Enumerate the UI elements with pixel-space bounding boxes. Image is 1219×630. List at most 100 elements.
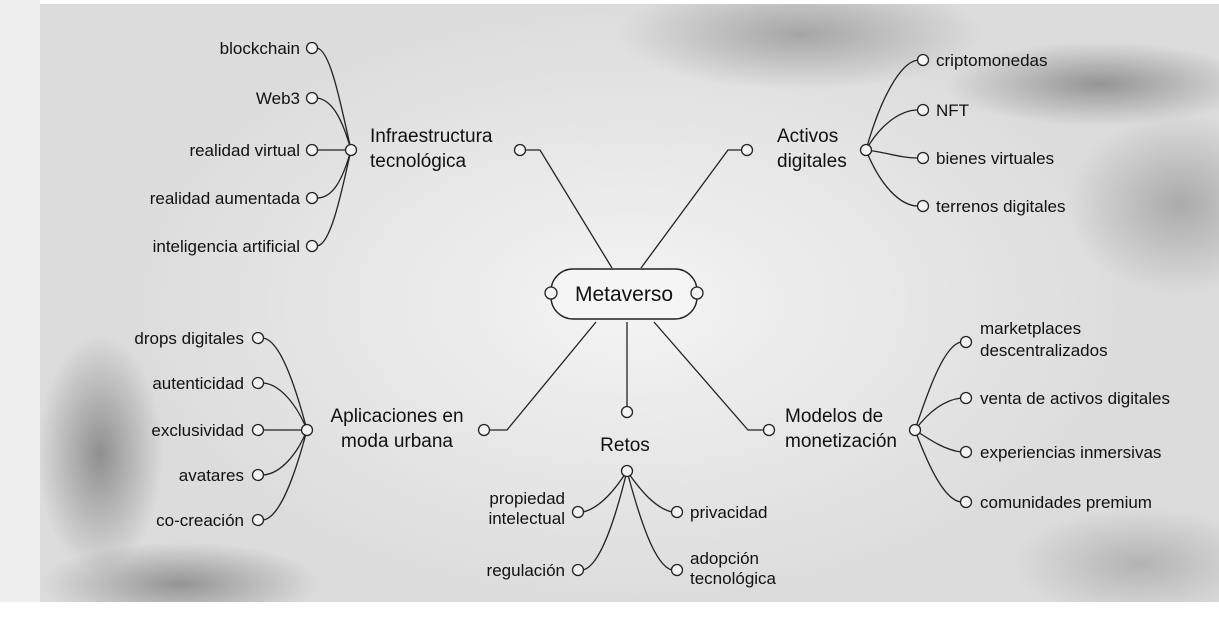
modelos-title-line2: monetización xyxy=(785,431,897,452)
center-right-knob xyxy=(690,286,704,300)
leaf-comunidades: comunidades premium xyxy=(980,493,1152,512)
marketplaces-knob xyxy=(959,335,973,349)
inteligencia-artificial-knob xyxy=(305,239,319,253)
mind-map-canvas: Metaverso Infraestructura tecnológica bl… xyxy=(40,4,1219,602)
leaf-link-autenticidad xyxy=(262,382,308,431)
leaf-link-privacidad xyxy=(626,470,673,513)
infraestructura-title-line2: tecnológica xyxy=(370,151,467,172)
leaf-privacidad: privacidad xyxy=(690,503,768,522)
activos-junction-knob xyxy=(859,143,873,157)
leaf-criptomonedas: criptomonedas xyxy=(936,51,1048,70)
blockchain-knob xyxy=(305,41,319,55)
adopcion-tecnologica-knob xyxy=(670,563,684,577)
retos-junction-knob xyxy=(620,464,634,478)
experiencias-knob xyxy=(959,445,973,459)
leaf-adopcion-tecnologica-line1: adopción xyxy=(690,549,759,568)
leaf-link-inteligencia-artificial xyxy=(316,149,352,247)
leaf-link-terrenos-digitales xyxy=(865,149,919,207)
leaf-link-marketplaces xyxy=(914,341,962,431)
web3-knob xyxy=(305,91,319,105)
leaf-link-adopcion-tecnologica xyxy=(626,470,673,571)
center-left-knob xyxy=(544,286,558,300)
aplicaciones-title-line1: Aplicaciones en xyxy=(330,406,463,427)
nft-knob xyxy=(916,103,930,117)
bienes-virtuales-knob xyxy=(916,151,930,165)
retos-title: Retos xyxy=(600,435,650,456)
leaf-realidad-virtual: realidad virtual xyxy=(189,141,300,160)
privacidad-knob xyxy=(670,505,684,519)
modelos-junction-knob xyxy=(908,423,922,437)
leaf-link-co-creacion xyxy=(262,429,308,521)
leaf-blockchain: blockchain xyxy=(220,39,300,58)
branch-modelos: Modelos de monetización marketplaces des… xyxy=(762,319,1170,512)
bottom-margin-strip xyxy=(0,602,1219,630)
leaf-link-avatares xyxy=(262,429,308,476)
branch-aplicaciones: Aplicaciones en moda urbana drops digita… xyxy=(134,329,491,530)
realidad-virtual-knob xyxy=(305,143,319,157)
activos-title-line2: digitales xyxy=(777,151,847,172)
aplicaciones-junction-knob xyxy=(300,423,314,437)
aplicaciones-title-line2: moda urbana xyxy=(341,431,453,452)
leaf-link-propiedad-intelectual xyxy=(582,470,628,513)
propiedad-intelectual-knob xyxy=(571,505,585,519)
leaf-web3: Web3 xyxy=(256,89,300,108)
leaf-marketplaces-line1: marketplaces xyxy=(980,319,1081,338)
leaf-link-regulacion xyxy=(582,470,628,571)
leaf-experiencias: experiencias inmersivas xyxy=(980,443,1161,462)
leaf-link-criptomonedas xyxy=(865,59,919,151)
leaf-drops-digitales: drops digitales xyxy=(134,329,244,348)
leaf-link-realidad-aumentada xyxy=(316,149,352,199)
aplicaciones-outer-knob xyxy=(477,423,491,437)
link-center-modelos xyxy=(653,321,764,431)
activos-title-line1: Activos xyxy=(777,126,838,147)
leaf-exclusividad: exclusividad xyxy=(151,421,244,440)
regulacion-knob xyxy=(571,563,585,577)
leaf-link-web3 xyxy=(316,97,352,151)
leaf-terrenos-digitales: terrenos digitales xyxy=(936,197,1065,216)
leaf-regulacion: regulación xyxy=(487,561,565,580)
activos-outer-knob xyxy=(740,143,754,157)
co-creacion-knob xyxy=(251,513,265,527)
leaf-propiedad-intelectual-line2: intelectual xyxy=(488,509,565,528)
leaf-link-nft xyxy=(865,109,919,151)
left-margin-strip xyxy=(0,0,40,630)
modelos-title-line1: Modelos de xyxy=(785,406,883,427)
comunidades-knob xyxy=(959,495,973,509)
leaf-co-creacion: co-creación xyxy=(156,511,244,530)
leaf-link-venta-activos xyxy=(914,397,962,431)
leaf-autenticidad: autenticidad xyxy=(152,374,244,393)
leaf-link-drops-digitales xyxy=(262,337,308,431)
terrenos-digitales-knob xyxy=(916,199,930,213)
exclusividad-knob xyxy=(251,423,265,437)
leaf-link-blockchain xyxy=(316,47,352,151)
branch-activos: Activos digitales criptomonedas NFT bien… xyxy=(740,51,1065,216)
leaf-nft: NFT xyxy=(936,101,969,120)
leaf-propiedad-intelectual-line1: propiedad xyxy=(489,489,565,508)
infraestructura-junction-knob xyxy=(344,143,358,157)
leaf-bienes-virtuales: bienes virtuales xyxy=(936,149,1054,168)
center-node: Metaverso xyxy=(544,268,704,320)
link-center-aplicaciones xyxy=(489,321,597,431)
avatares-knob xyxy=(251,468,265,482)
leaf-adopcion-tecnologica-line2: tecnológica xyxy=(690,569,777,588)
realidad-aumentada-knob xyxy=(305,191,319,205)
leaf-inteligencia-artificial: inteligencia artificial xyxy=(153,237,300,256)
leaf-link-comunidades xyxy=(914,429,962,503)
leaf-avatares: avatares xyxy=(179,466,244,485)
branch-retos: Retos propiedad intelectual regulación p… xyxy=(487,405,777,588)
modelos-outer-knob xyxy=(762,423,776,437)
venta-activos-knob xyxy=(959,391,973,405)
link-center-activos xyxy=(640,149,742,269)
leaf-realidad-aumentada: realidad aumentada xyxy=(150,189,301,208)
leaf-link-bienes-virtuales xyxy=(865,149,919,159)
infraestructura-title-line1: Infraestructura xyxy=(370,126,493,147)
criptomonedas-knob xyxy=(916,53,930,67)
infraestructura-outer-knob xyxy=(513,143,527,157)
autenticidad-knob xyxy=(251,376,265,390)
drops-digitales-knob xyxy=(251,331,265,345)
leaf-marketplaces-line2: descentralizados xyxy=(980,341,1108,360)
branch-infraestructura: Infraestructura tecnológica blockchain W… xyxy=(150,39,527,256)
leaf-venta-activos: venta de activos digitales xyxy=(980,389,1170,408)
center-label: Metaverso xyxy=(575,283,673,306)
link-center-infraestructura xyxy=(525,149,613,269)
